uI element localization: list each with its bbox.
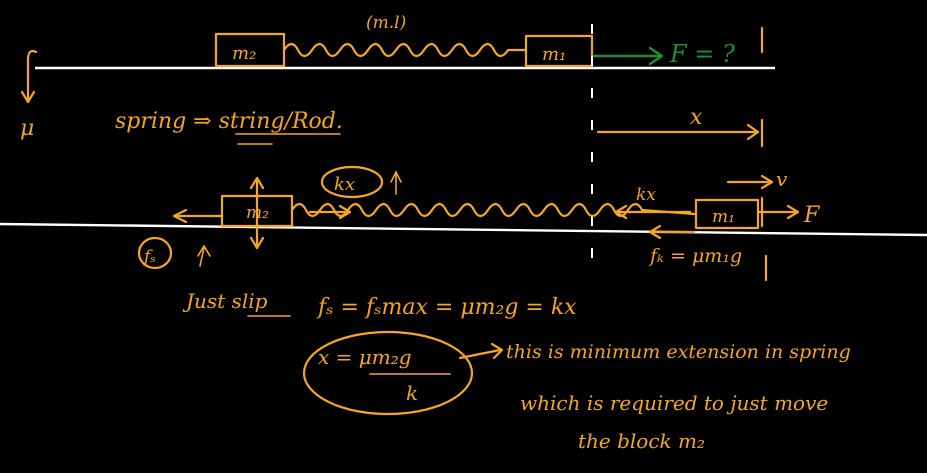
- top-block-m2-label: m₂: [232, 43, 256, 64]
- friction-hook-icon: [26, 49, 38, 102]
- fs-small-up-icon: [197, 244, 211, 267]
- weight-down-icon: [249, 236, 265, 250]
- force-question: F = ?: [669, 40, 735, 68]
- bottom-spring: [290, 202, 696, 218]
- velocity-label: v: [776, 167, 788, 191]
- spring-force-circled: kx: [334, 174, 355, 195]
- slip-equation: fₛ = fₛmax = μm₂g = kx: [316, 295, 577, 320]
- spring-force-left-head-icon: [338, 204, 352, 220]
- bottom-block-m1: [694, 198, 760, 230]
- note-line-1: this is minimum extension in spring: [506, 341, 851, 363]
- implies-arrow-icon: [458, 342, 504, 360]
- top-block-m1-label: m₁: [542, 44, 566, 65]
- spring-pull-head-icon: [614, 204, 628, 220]
- friction-arrow-icon: [20, 90, 36, 104]
- x-denominator: k: [406, 381, 418, 405]
- spring-force-circle: [320, 165, 384, 199]
- note-line-3: the block m₂: [578, 429, 705, 453]
- static-friction-label: fₛ: [142, 247, 156, 267]
- force-arrow-head-icon: [648, 46, 664, 66]
- result-circle: [302, 330, 474, 416]
- normal-up-icon: [249, 176, 265, 190]
- force-F-head-icon: [786, 204, 800, 220]
- spring-note: (m.l): [366, 13, 406, 33]
- static-friction-head-icon: [172, 208, 188, 224]
- spring-string-note: spring ⇒ string/Rod.: [115, 109, 343, 134]
- velocity-head-icon: [760, 174, 774, 190]
- x-numerator: x = μm₂g: [318, 345, 412, 369]
- force-F-label: F: [803, 203, 820, 228]
- mu-label: μ: [20, 116, 34, 141]
- static-friction-circle: [137, 236, 173, 270]
- top-spring: [282, 42, 528, 58]
- bottom-block-m1-label: m₁: [712, 207, 735, 227]
- top-block-m1: [524, 34, 594, 68]
- just-slip-label: Just slip: [182, 289, 268, 313]
- displacement-label: x: [690, 105, 703, 130]
- bottom-ground-line: [0, 222, 927, 237]
- kinetic-friction-label: fₖ = μm₁g: [648, 245, 742, 267]
- kx-up-icon: [390, 170, 402, 195]
- spring-force-right: kx: [636, 185, 656, 205]
- kinetic-friction-head-icon: [648, 224, 662, 240]
- displacement-arrow-head-icon: [746, 123, 760, 141]
- note-line-2: which is required to just move: [520, 391, 828, 415]
